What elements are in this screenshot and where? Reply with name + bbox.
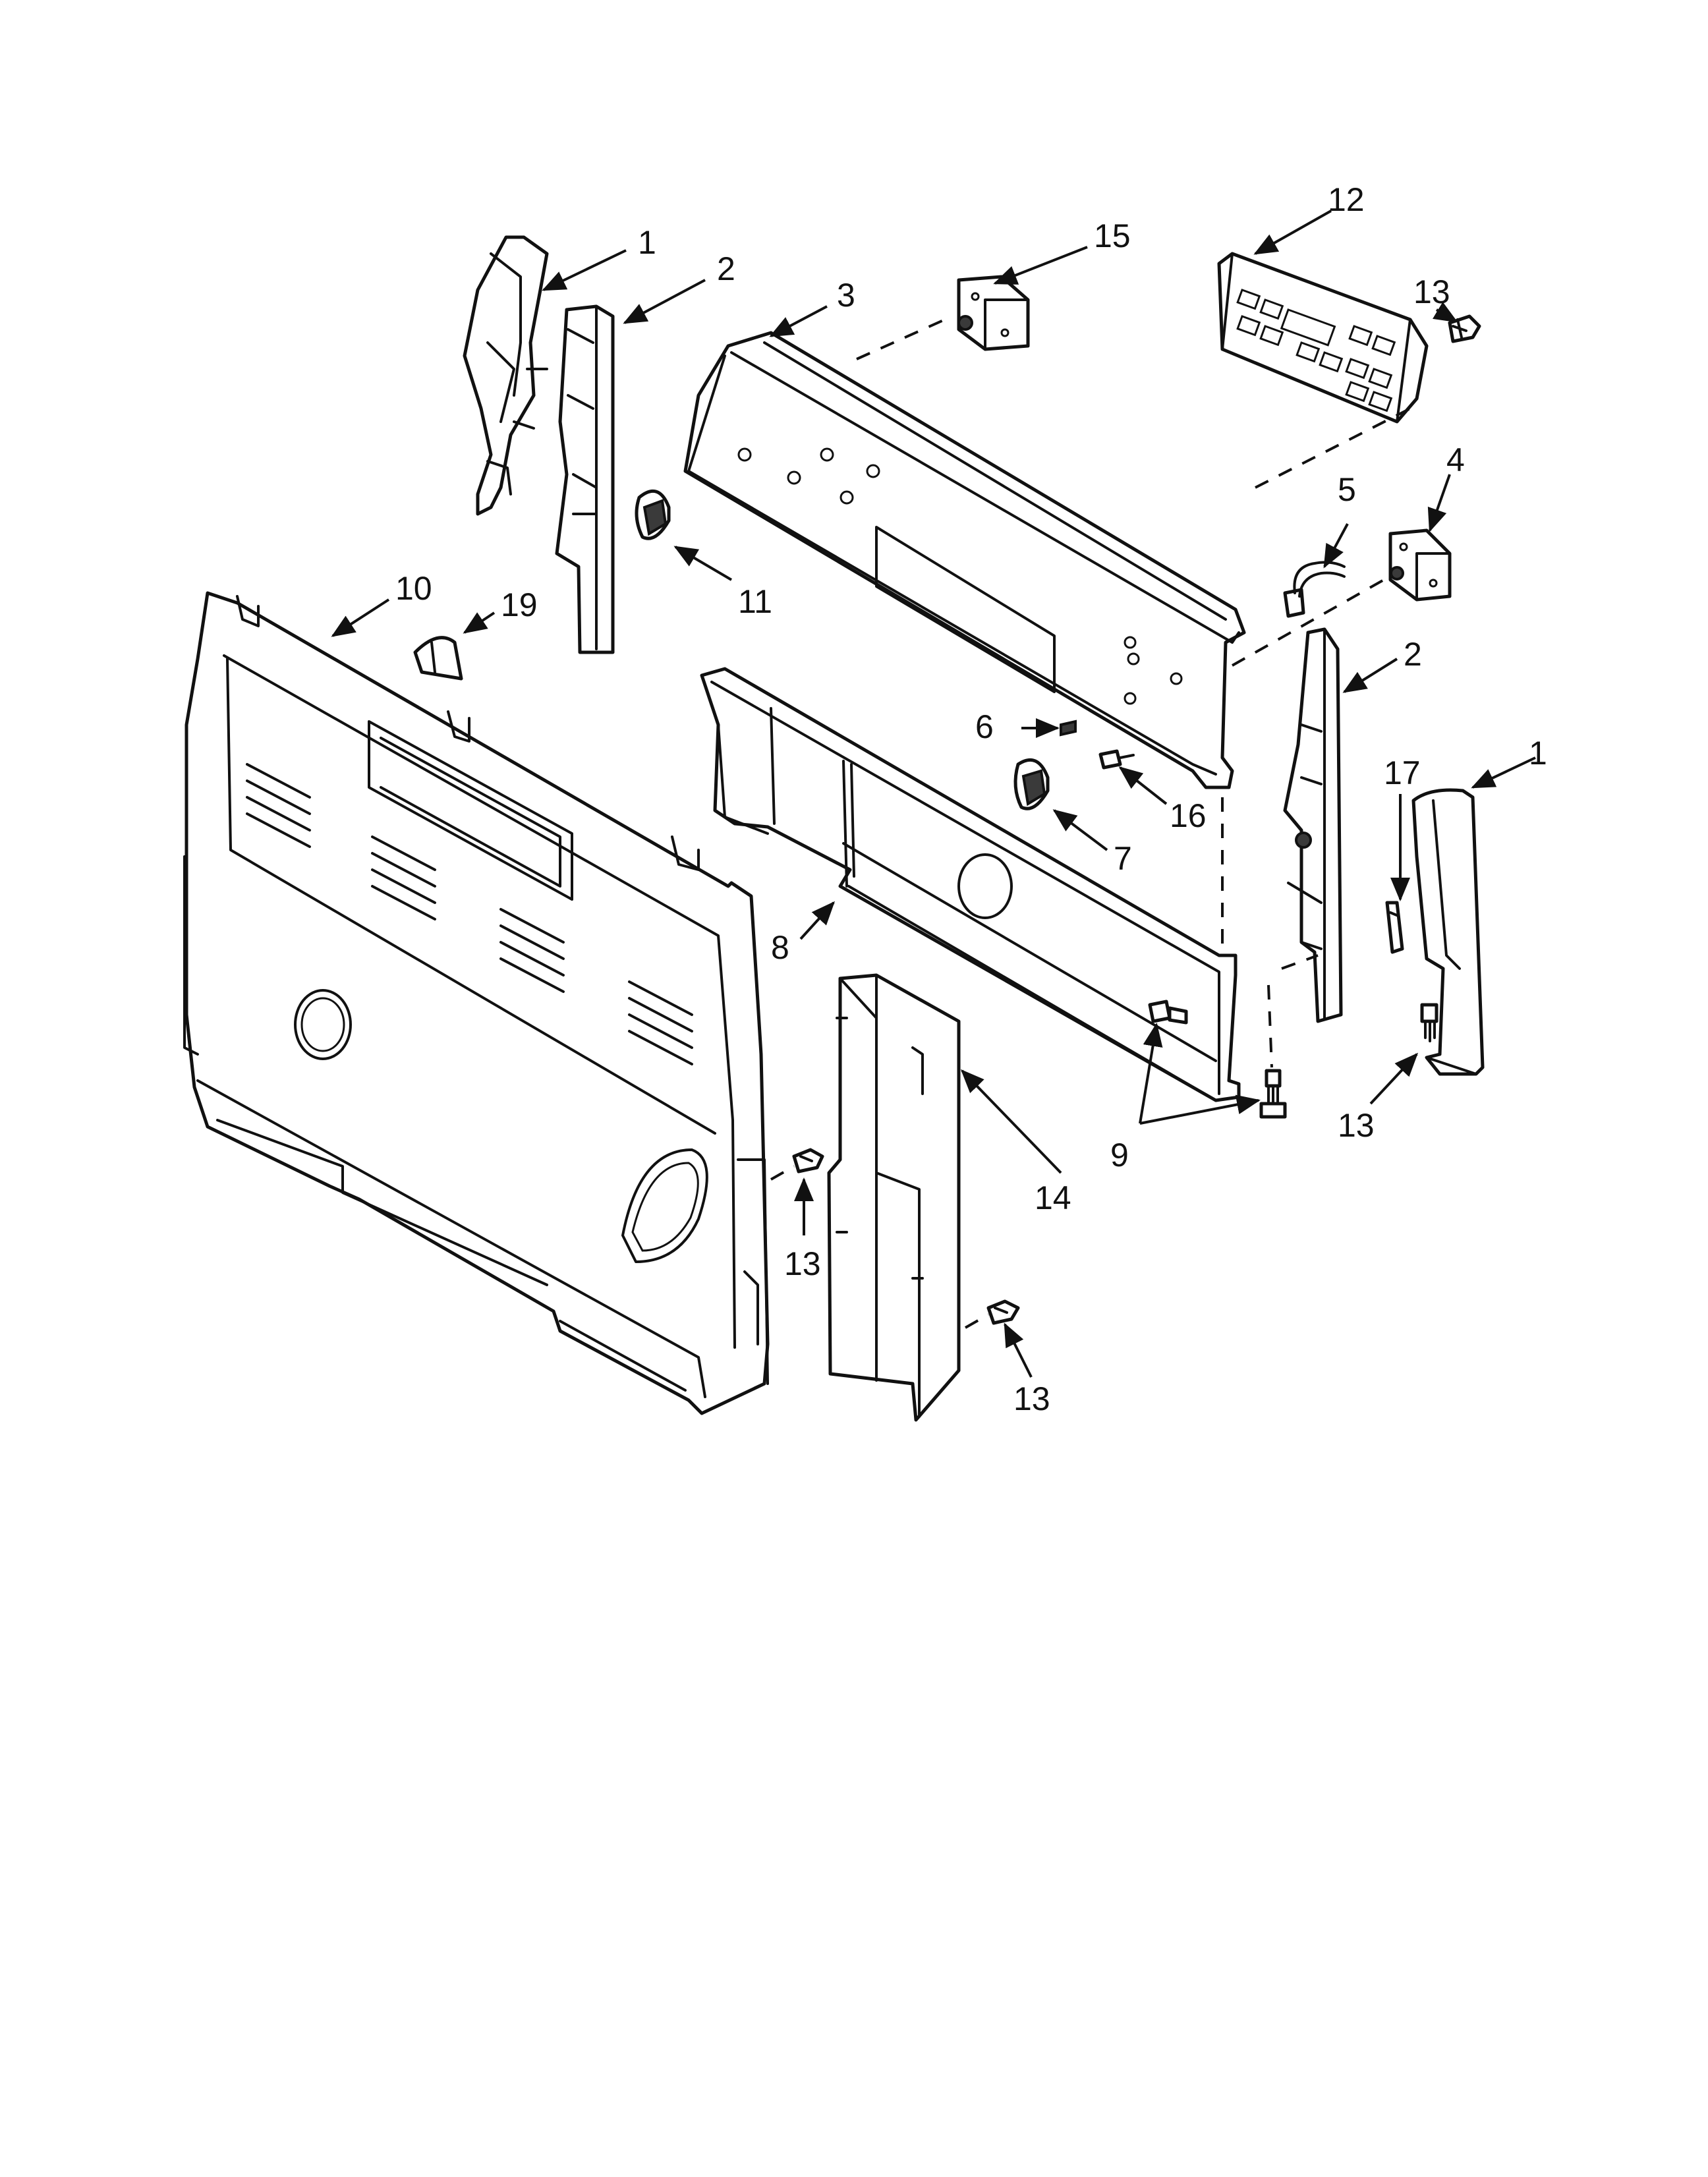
keypad-buttons bbox=[1236, 289, 1396, 412]
callout-9: 9 bbox=[1110, 1137, 1129, 1173]
callout-1-lower: 1 bbox=[1529, 735, 1547, 772]
part-screw-13-right bbox=[1420, 1003, 1438, 1042]
part-screw-9a bbox=[1148, 1000, 1188, 1025]
part-switch bbox=[1283, 561, 1346, 618]
part-screw-13-left bbox=[792, 1148, 824, 1173]
panel-holes bbox=[737, 447, 1183, 705]
part-side-channel bbox=[827, 973, 961, 1422]
callout-5: 5 bbox=[1338, 471, 1356, 508]
leader-lines bbox=[331, 210, 1536, 1378]
part-control-panel bbox=[683, 331, 1246, 789]
callout-19: 19 bbox=[501, 586, 538, 623]
part-screw-9b bbox=[1259, 1069, 1287, 1119]
part-end-cap-left bbox=[463, 235, 549, 516]
callout-12: 12 bbox=[1328, 181, 1365, 218]
part-side-bracket-right bbox=[1283, 627, 1343, 1023]
callout-2-upper: 2 bbox=[717, 250, 735, 287]
part-knob-upper bbox=[635, 490, 671, 540]
part-infinite-switch-right bbox=[1388, 528, 1452, 602]
part-screw-16 bbox=[1098, 749, 1135, 770]
callout-14: 14 bbox=[1035, 1179, 1071, 1216]
part-side-bracket-left bbox=[555, 304, 615, 654]
callout-8: 8 bbox=[771, 929, 789, 966]
callout-2-lower: 2 bbox=[1404, 636, 1422, 673]
callout-11: 11 bbox=[738, 583, 772, 620]
vent-louvers bbox=[246, 763, 693, 1065]
callout-16: 16 bbox=[1170, 797, 1207, 834]
callout-10: 10 bbox=[395, 570, 432, 607]
callout-1-upper: 1 bbox=[638, 224, 656, 261]
part-wire-clip bbox=[1385, 901, 1404, 954]
callout-13-top: 13 bbox=[1413, 273, 1450, 310]
callout-15: 15 bbox=[1094, 217, 1131, 254]
part-rear-panel bbox=[183, 591, 770, 1415]
callout-13-bottom: 13 bbox=[1013, 1380, 1050, 1417]
callout-7: 7 bbox=[1114, 840, 1132, 877]
callout-3: 3 bbox=[837, 277, 855, 314]
callout-17: 17 bbox=[1384, 754, 1421, 791]
part-lower-panel bbox=[700, 667, 1241, 1102]
part-end-cap-right bbox=[1411, 788, 1485, 1076]
callout-4: 4 bbox=[1446, 441, 1465, 478]
callout-labels: 1 2 3 15 12 13 4 5 11 10 19 2 6 16 17 1 … bbox=[395, 181, 1547, 1417]
part-infinite-switch bbox=[957, 275, 1030, 351]
alignment-lines bbox=[770, 315, 1411, 1329]
part-electronic-control bbox=[1217, 252, 1429, 424]
part-clip bbox=[413, 636, 463, 681]
part-screw-13-bottom bbox=[986, 1299, 1020, 1325]
callout-13-right: 13 bbox=[1338, 1107, 1375, 1144]
callout-13-left: 13 bbox=[784, 1245, 821, 1282]
part-screw-6 bbox=[1060, 720, 1077, 737]
part-knob-lower bbox=[1013, 758, 1050, 810]
callout-6: 6 bbox=[975, 708, 994, 745]
